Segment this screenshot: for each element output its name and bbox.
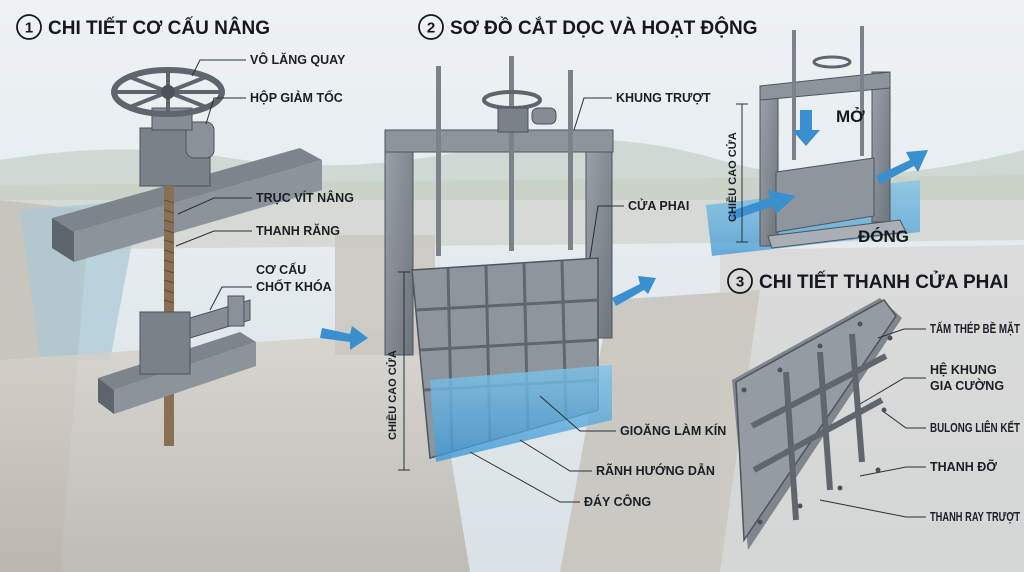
label-gate: CỬA PHAI: [628, 198, 689, 213]
section-number-badge: [418, 14, 444, 40]
section-number-badge: [16, 14, 42, 40]
section-number: 1: [25, 20, 33, 37]
hoist-mechanism: [52, 67, 322, 446]
label-handwheel: VÔ LĂNG QUAY: [250, 52, 346, 67]
label-sill: ĐÁY CÔNG: [584, 494, 651, 509]
section-header-3: 3 CHI TIẾT THANH CỬA PHAI: [727, 268, 1008, 294]
label-frame-line2: GIA CƯỜNG: [930, 378, 1004, 393]
section-number: 3: [736, 274, 744, 291]
leader-lines: [175, 59, 926, 518]
section-number-badge: [727, 268, 753, 294]
section-title: CHI TIẾT CƠ CẤU NÂNG: [48, 17, 270, 39]
label-lift-screw: TRỤC VÍT NÂNG: [256, 190, 354, 205]
flow-arrow-icon: [320, 326, 368, 350]
label-guide: RÃNH HƯỚNG DẪN: [596, 463, 715, 478]
gate-leaf-detail: [732, 298, 902, 550]
flow-arrow-icon: [612, 276, 656, 306]
label-bolt: BULONG LIÊN KẾT: [930, 420, 1020, 435]
section-header-1: 1 CHI TIẾT CƠ CẤU NÂNG: [16, 14, 270, 40]
label-seal: GIOĂNG LÀM KÍN: [620, 423, 726, 438]
label-rail: THANH RAY TRƯỢT: [930, 510, 1020, 524]
label-frame-line1: HỆ KHUNG: [930, 362, 997, 377]
label-skin-plate: TẤM THÉP BỀ MẶT: [930, 321, 1020, 336]
gate-section: [320, 56, 656, 471]
label-support-bar: THANH ĐỠ: [930, 459, 997, 474]
label-lock-line2: CHỐT KHÓA: [256, 279, 332, 294]
section-title: SƠ ĐỒ CẮT DỌC VÀ HOẠT ĐỘNG: [450, 17, 758, 39]
flow-arrow-icon: [876, 150, 928, 184]
label-closed: ĐÓNG: [858, 227, 909, 246]
label-lock-line1: CƠ CẤU: [256, 262, 306, 277]
operation-inset: [706, 26, 928, 256]
arrow-down-icon: [792, 110, 820, 146]
label-gate-height: CHIỀU CAO CỬA: [386, 350, 399, 440]
section-title: CHI TIẾT THANH CỬA PHAI: [759, 271, 1008, 293]
section-header-2: 2 SƠ ĐỒ CẮT DỌC VÀ HOẠT ĐỘNG: [418, 14, 758, 40]
label-gearbox: HỘP GIẢM TỐC: [250, 90, 343, 105]
label-open: MỞ: [836, 107, 865, 126]
flow-arrow-icon: [728, 190, 796, 220]
label-inset-gate-height: CHIỀU CAO CỬA: [726, 132, 739, 222]
label-frame: KHUNG TRƯỢT: [616, 91, 711, 105]
label-rack: THANH RĂNG: [256, 223, 340, 238]
section-number: 2: [427, 20, 435, 37]
